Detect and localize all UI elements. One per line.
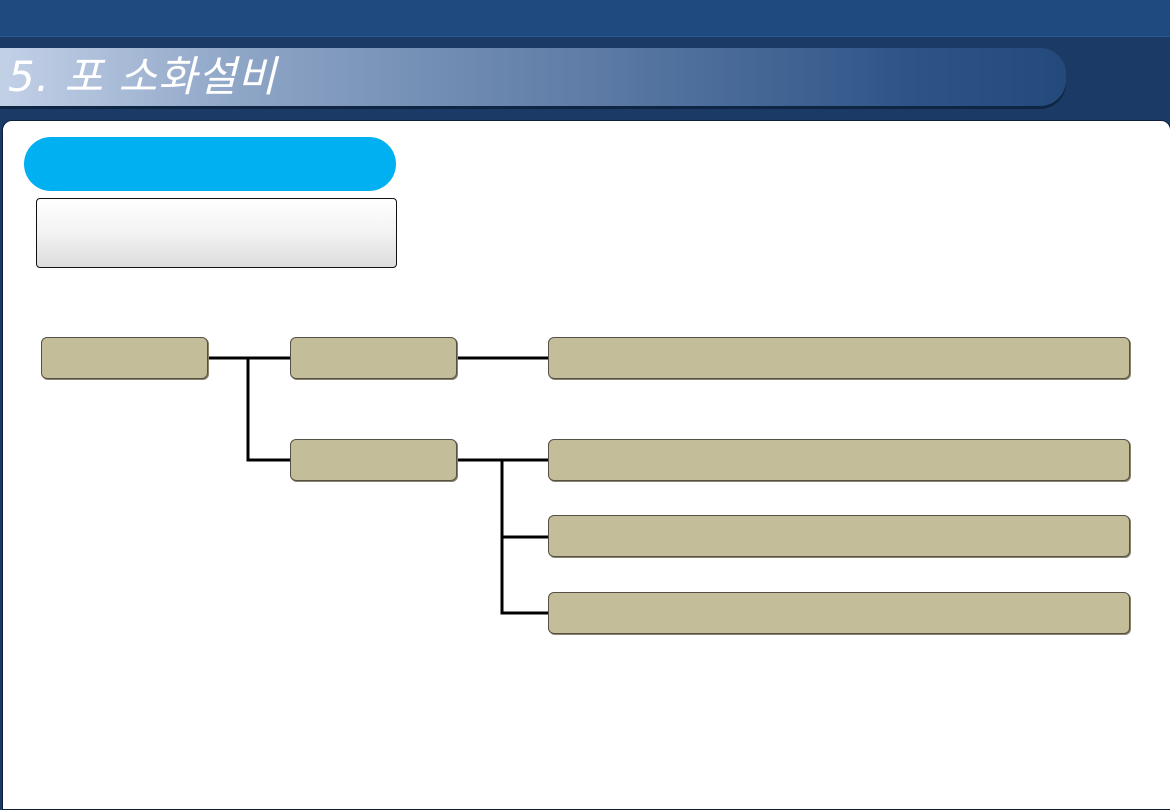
diagram-leaf-node-4 — [548, 592, 1130, 634]
diagram-leaf-node-1 — [548, 337, 1130, 379]
header-band — [0, 0, 1170, 37]
section-pill — [24, 137, 396, 191]
diagram-root-node — [41, 337, 208, 379]
diagram-leaf-node-3 — [548, 515, 1130, 557]
note-box — [36, 198, 397, 268]
diagram-leaf-node-2 — [548, 439, 1130, 481]
diagram-branch-node-1 — [290, 337, 457, 379]
diagram-branch-node-2 — [290, 439, 457, 481]
title-bar: 5. 포 소화설비 — [0, 48, 1066, 106]
slide-title: 5. 포 소화설비 — [8, 52, 277, 101]
